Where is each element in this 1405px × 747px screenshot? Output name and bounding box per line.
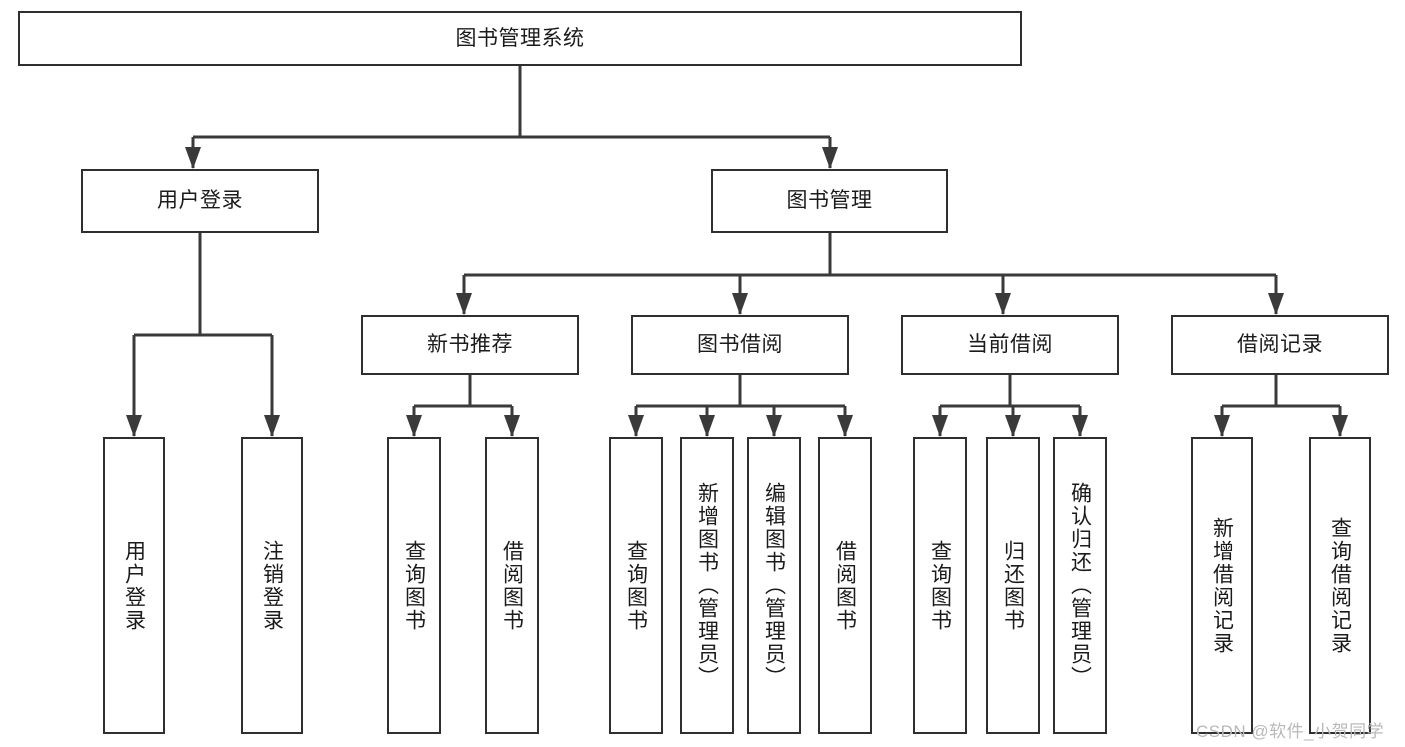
node-user-login[interactable]: 用户登录 — [81, 169, 319, 233]
node-leaf-borrow-book-2[interactable]: 借阅图书 — [818, 437, 872, 734]
node-leaf-logout[interactable]: 注销登录 — [241, 437, 303, 734]
arrow-icon-book-manage — [822, 147, 838, 169]
arrow-icon-borrow-record — [1268, 293, 1284, 315]
node-label-borrow-record: 借阅记录 — [1237, 333, 1323, 357]
arrow-icon-leaf-user-login — [126, 415, 142, 437]
node-label-new-book-recommend: 新书推荐 — [427, 333, 513, 357]
node-label-leaf-add-book: 新增图书（管理员） — [695, 482, 719, 689]
node-current-borrow[interactable]: 当前借阅 — [901, 315, 1119, 375]
node-label-root: 图书管理系统 — [455, 26, 585, 50]
node-leaf-query-book-1[interactable]: 查询图书 — [387, 437, 441, 734]
arrow-icon-leaf-return-book — [1005, 415, 1021, 437]
node-label-book-borrow: 图书借阅 — [697, 333, 783, 357]
node-label-leaf-logout: 注销登录 — [260, 539, 284, 632]
node-leaf-confirm-return[interactable]: 确认归还（管理员） — [1053, 437, 1107, 734]
node-label-leaf-query-record: 查询借阅记录 — [1328, 516, 1352, 655]
node-label-leaf-user-login: 用户登录 — [122, 539, 146, 632]
arrow-icon-leaf-query-record — [1332, 415, 1348, 437]
node-label-leaf-confirm-return: 确认归还（管理员） — [1068, 482, 1092, 689]
arrow-icon-user-login — [185, 147, 201, 169]
arrow-icon-leaf-edit-book — [766, 415, 782, 437]
node-label-leaf-borrow-book-1: 借阅图书 — [500, 539, 524, 632]
node-label-leaf-add-record: 新增借阅记录 — [1210, 516, 1234, 655]
node-label-leaf-query-book-1: 查询图书 — [402, 539, 426, 632]
node-leaf-add-book[interactable]: 新增图书（管理员） — [680, 437, 734, 734]
node-leaf-query-book-3[interactable]: 查询图书 — [913, 437, 967, 734]
node-label-user-login: 用户登录 — [157, 189, 243, 213]
node-label-current-borrow: 当前借阅 — [967, 333, 1053, 357]
node-label-book-manage: 图书管理 — [786, 189, 873, 213]
arrow-icon-leaf-confirm-return — [1072, 415, 1088, 437]
arrow-icon-leaf-borrow-book-2 — [837, 415, 853, 437]
arrow-icon-leaf-borrow-book-1 — [504, 415, 520, 437]
node-borrow-record[interactable]: 借阅记录 — [1171, 315, 1389, 375]
watermark: CSDN @软件_小贺同学 — [1196, 722, 1385, 741]
node-book-borrow[interactable]: 图书借阅 — [631, 315, 849, 375]
arrow-icon-leaf-query-book-2 — [628, 415, 644, 437]
node-book-manage[interactable]: 图书管理 — [711, 169, 948, 233]
arrow-icon-new-book-recommend — [456, 293, 472, 315]
arrow-icon-current-borrow — [995, 293, 1011, 315]
node-leaf-return-book[interactable]: 归还图书 — [986, 437, 1040, 734]
node-leaf-add-record[interactable]: 新增借阅记录 — [1191, 437, 1253, 734]
node-label-leaf-query-book-3: 查询图书 — [928, 539, 952, 632]
node-label-leaf-query-book-2: 查询图书 — [624, 539, 648, 632]
node-leaf-query-book-2[interactable]: 查询图书 — [609, 437, 663, 734]
node-root[interactable]: 图书管理系统 — [18, 11, 1022, 66]
arrow-icon-leaf-query-book-3 — [932, 415, 948, 437]
arrow-icon-book-borrow — [732, 293, 748, 315]
node-leaf-edit-book[interactable]: 编辑图书（管理员） — [747, 437, 801, 734]
arrow-icon-leaf-logout — [264, 415, 280, 437]
node-label-leaf-edit-book: 编辑图书（管理员） — [762, 482, 786, 689]
node-leaf-borrow-book-1[interactable]: 借阅图书 — [485, 437, 539, 734]
node-label-leaf-return-book: 归还图书 — [1001, 539, 1025, 632]
node-leaf-user-login[interactable]: 用户登录 — [103, 437, 165, 734]
node-leaf-query-record[interactable]: 查询借阅记录 — [1309, 437, 1371, 734]
arrow-icon-leaf-query-book-1 — [406, 415, 422, 437]
arrow-icon-leaf-add-record — [1214, 415, 1230, 437]
arrow-icon-leaf-add-book — [699, 415, 715, 437]
node-new-book-recommend[interactable]: 新书推荐 — [361, 315, 579, 375]
node-label-leaf-borrow-book-2: 借阅图书 — [833, 539, 857, 632]
